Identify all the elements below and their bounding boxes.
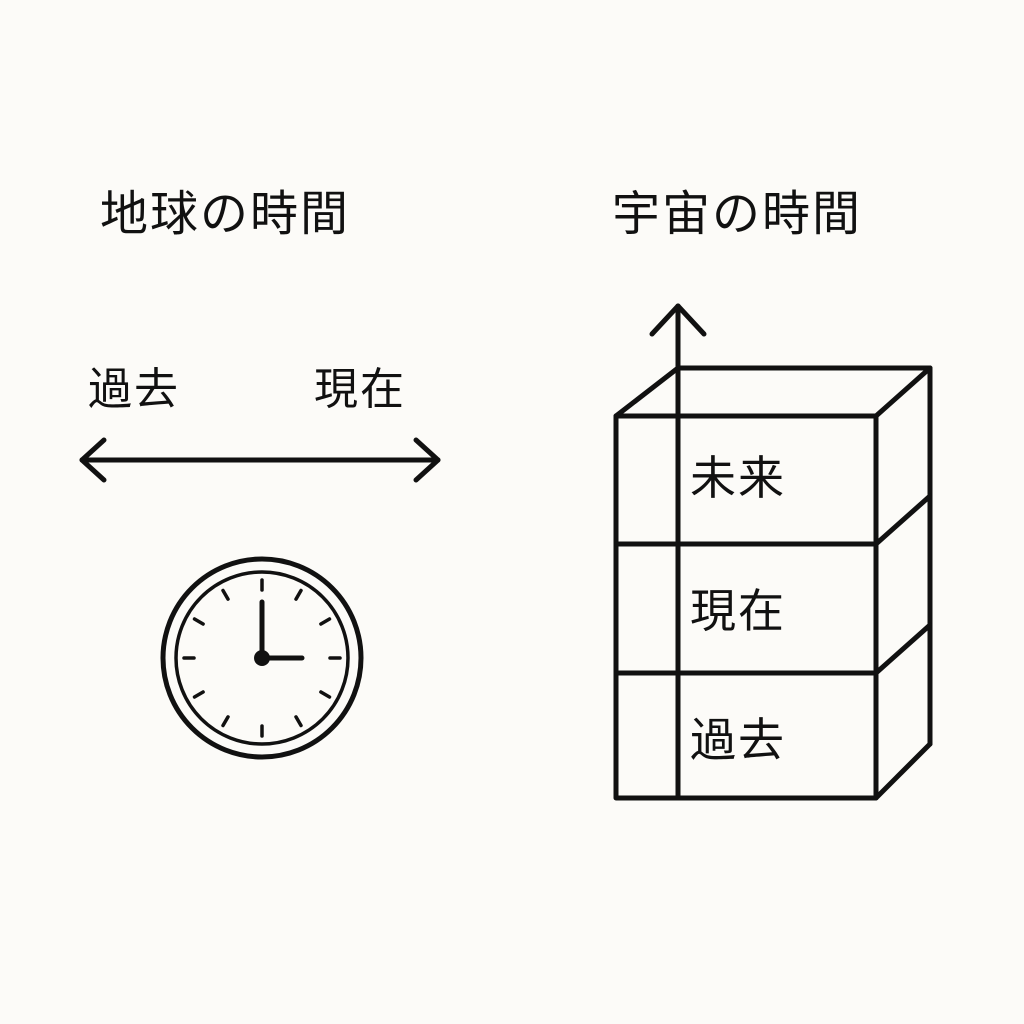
clock-tick xyxy=(319,617,332,626)
time-cube xyxy=(613,365,933,801)
arrow-up-icon xyxy=(649,303,707,801)
cube-present-label: 現在 xyxy=(690,584,786,638)
cube-side-divider-upper xyxy=(873,493,933,547)
double-headed-arrow-icon xyxy=(79,437,441,483)
cube-front-face xyxy=(613,413,879,801)
timeline-present-label: 現在 xyxy=(314,364,406,415)
earth-time-title: 地球の時間 xyxy=(100,186,351,242)
timeline-past-label: 過去 xyxy=(88,364,180,415)
cube-top-face xyxy=(613,365,933,419)
cube-side-divider-lower xyxy=(873,622,933,676)
clock-ticks xyxy=(182,578,342,738)
clock-tick xyxy=(294,715,303,728)
cube-bottom-right-edge xyxy=(873,741,933,801)
clock-tick xyxy=(192,690,205,699)
space-time-title: 宇宙の時間 xyxy=(612,186,863,242)
clock-tick xyxy=(221,715,230,728)
cube-future-label: 未来 xyxy=(690,451,786,505)
analog-clock-icon xyxy=(160,556,364,760)
clock-tick xyxy=(221,588,230,601)
clock-tick xyxy=(294,588,303,601)
cube-past-label: 過去 xyxy=(690,713,786,767)
clock-center-dot xyxy=(254,650,270,666)
clock-tick xyxy=(192,617,205,626)
clock-tick xyxy=(319,690,332,699)
